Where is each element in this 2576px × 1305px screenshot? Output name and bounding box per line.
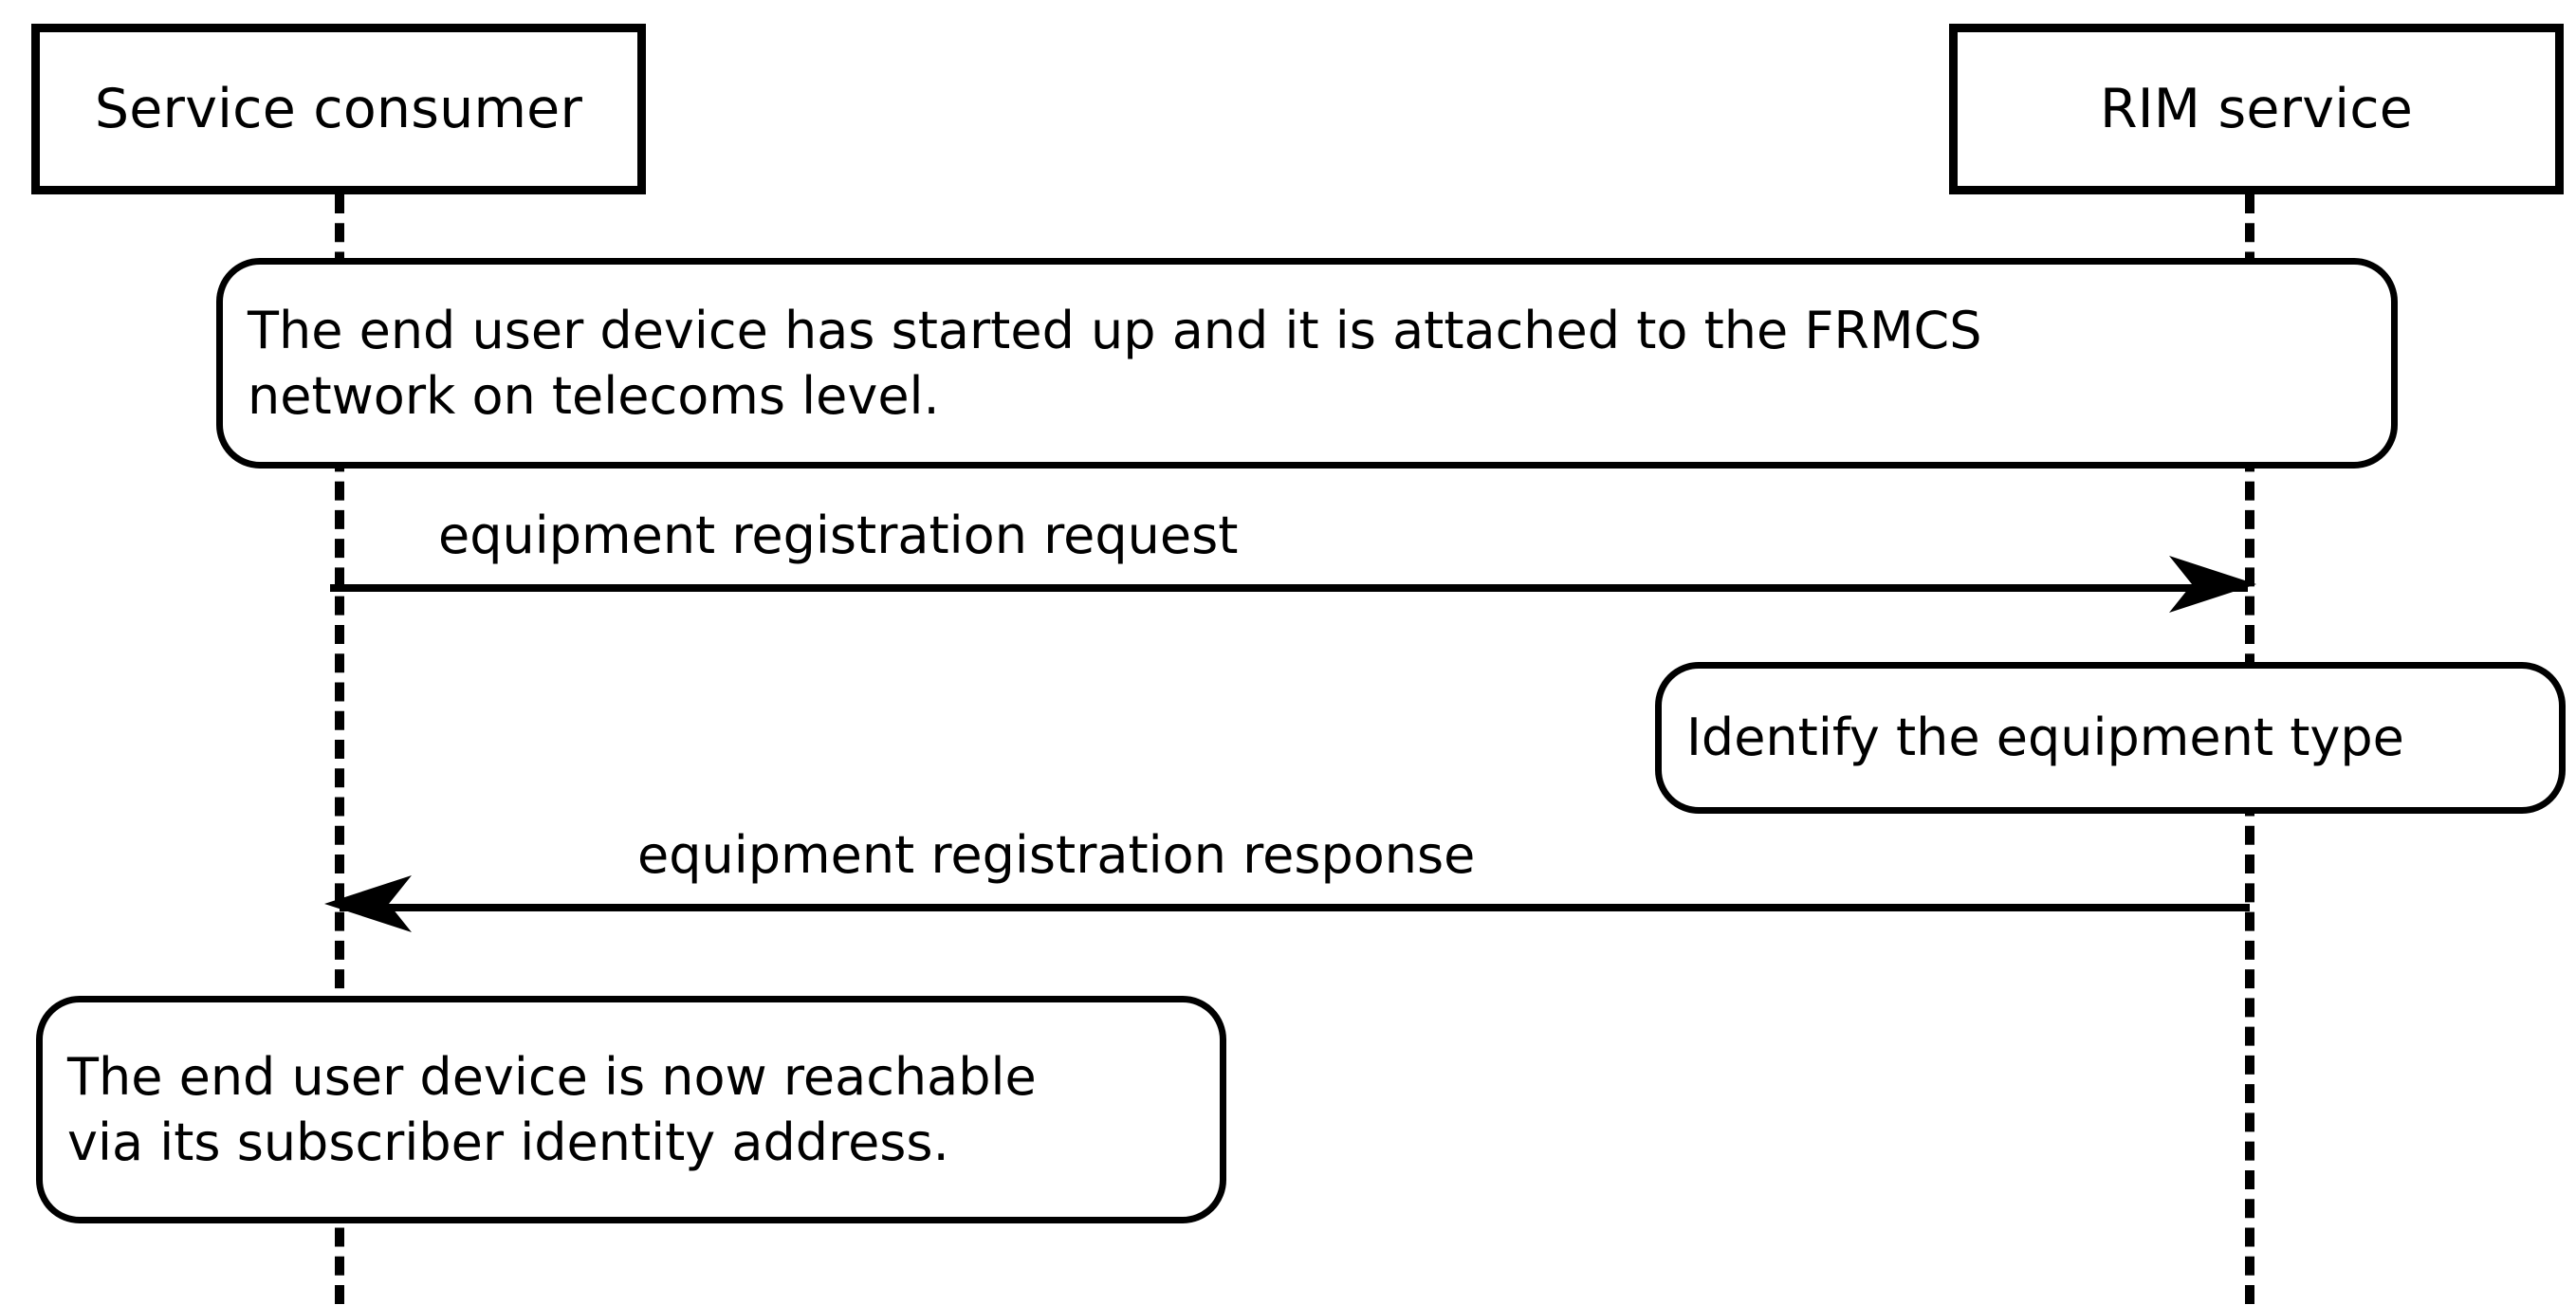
message-line-equipment-registration-request <box>330 584 2248 592</box>
arrowhead-right-icon <box>2167 548 2258 620</box>
participant-box-service-consumer: Service consumer <box>31 24 646 194</box>
participant-label-service-consumer: Service consumer <box>94 77 583 140</box>
note-identify-equipment-type-text: Identify the equipment type <box>1686 708 2404 768</box>
participant-box-rim-service: RIM service <box>1949 24 2564 194</box>
note-startup-text: The end user device has started up and i… <box>248 300 1982 426</box>
note-device-reachable-text: The end user device is now reachable via… <box>67 1046 1037 1172</box>
message-label-equipment-registration-request: equipment registration request <box>438 505 1239 565</box>
note-startup: The end user device has started up and i… <box>216 258 2398 469</box>
note-device-reachable: The end user device is now reachable via… <box>36 996 1226 1223</box>
note-identify-equipment-type: Identify the equipment type <box>1655 662 2566 814</box>
message-line-equipment-registration-response <box>340 904 2250 911</box>
participant-label-rim-service: RIM service <box>2099 77 2414 140</box>
message-label-equipment-registration-response: equipment registration response <box>637 825 1476 885</box>
lifeline-service-consumer <box>335 194 344 1304</box>
arrowhead-left-icon <box>322 868 414 940</box>
